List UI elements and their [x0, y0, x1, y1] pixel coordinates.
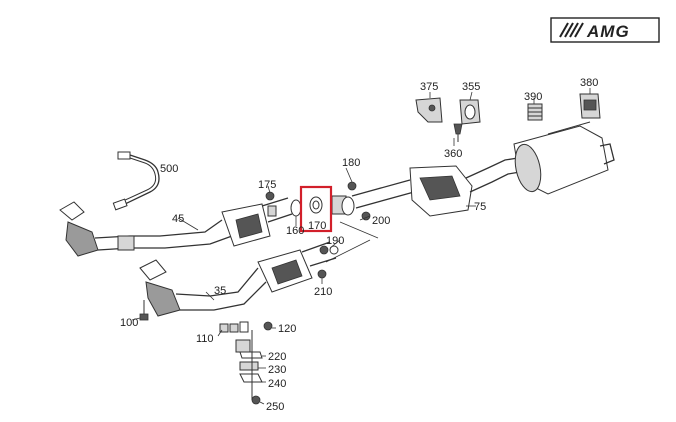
leader-lines [131, 88, 591, 405]
callout-240: 240 [268, 378, 286, 390]
callout-500: 500 [160, 163, 178, 175]
callout-380: 380 [580, 77, 598, 89]
callout-labels: 500 45 175 180 160 170 190 200 210 35 75… [120, 77, 598, 413]
front-pipe-35 [139, 241, 337, 317]
callout-110: 110 [196, 333, 214, 345]
callout-200: 200 [372, 215, 390, 227]
callout-360: 360 [444, 148, 462, 160]
amg-logo-text: AMG [586, 22, 630, 41]
callout-190: 190 [326, 235, 344, 247]
middle-silencer-75 [351, 157, 521, 217]
oxygen-sensor-500 [112, 151, 160, 211]
front-pipe-45 [59, 197, 293, 257]
callout-100: 100 [120, 317, 138, 329]
callout-180: 180 [342, 157, 360, 169]
mount-hardware [139, 300, 273, 405]
callout-175: 175 [258, 179, 276, 191]
callout-220: 220 [268, 351, 286, 363]
flange-clamp-parts [265, 181, 371, 279]
callout-390: 390 [524, 91, 542, 103]
callout-230: 230 [268, 364, 286, 376]
amg-logo: AMG [550, 17, 660, 43]
callout-210: 210 [314, 286, 332, 298]
callout-355: 355 [462, 81, 480, 93]
callout-45: 45 [172, 213, 184, 225]
highlight-box-170 [299, 185, 333, 233]
hanger-parts [415, 93, 601, 142]
callout-250: 250 [266, 401, 284, 413]
callout-375: 375 [420, 81, 438, 93]
rear-muffler [513, 121, 615, 195]
callout-160: 160 [286, 225, 304, 237]
callout-170: 170 [308, 220, 326, 232]
callout-35: 35 [214, 285, 226, 297]
callout-120: 120 [278, 323, 296, 335]
callout-75: 75 [474, 201, 486, 213]
